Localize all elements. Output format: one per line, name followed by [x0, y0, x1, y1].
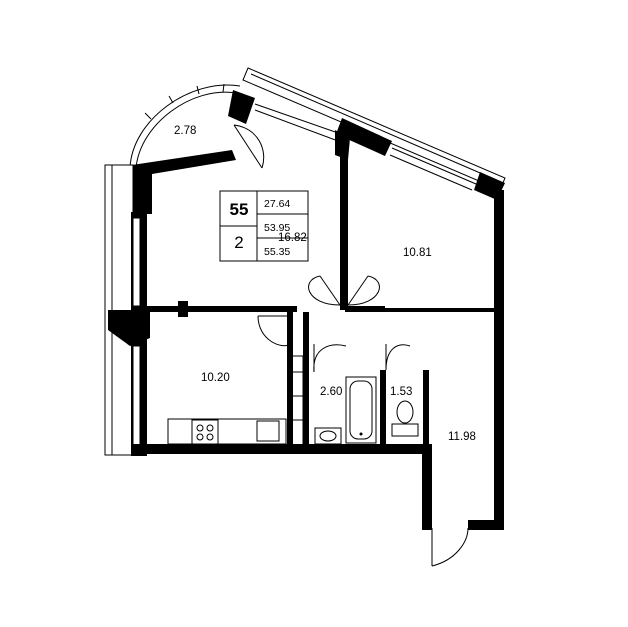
apartment-number: 55 [230, 200, 249, 219]
facade-window-strip [228, 67, 506, 200]
kitchen-area-label: 10.20 [201, 372, 230, 384]
fixtures [167, 355, 419, 447]
total-area-value: 53.95 [264, 222, 290, 234]
balcony-area-label: 2.78 [174, 125, 196, 137]
apartment-info-box: 55 2 27.64 53.95 55.35 [219, 190, 309, 262]
living-area-value: 27.64 [264, 198, 290, 210]
bedroom-area-label: 10.81 [403, 247, 432, 259]
left-exterior-wall [104, 164, 150, 456]
balcony-enclosure [129, 83, 265, 214]
door-swings [257, 275, 469, 567]
interior-walls [131, 130, 504, 530]
toilet-area-label: 1.53 [390, 386, 412, 398]
total-area-with-balcony-value: 55.35 [264, 246, 290, 258]
bathroom-area-label: 2.60 [320, 386, 342, 398]
living-room-area-label: 16.82 [278, 232, 307, 244]
room-count: 2 [234, 233, 243, 252]
hallway-area-label: 11.98 [448, 431, 476, 443]
